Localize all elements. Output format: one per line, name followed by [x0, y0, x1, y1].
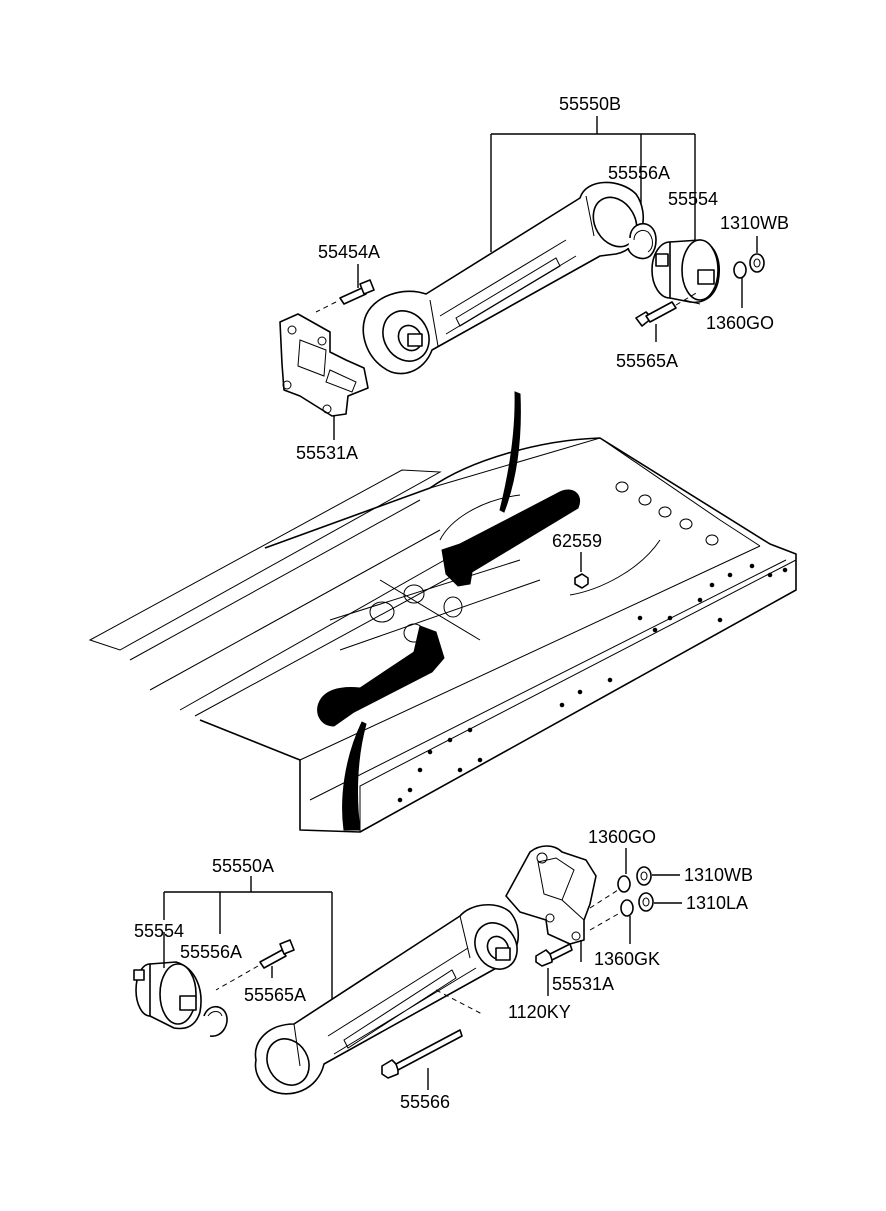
top-bushing — [651, 239, 720, 305]
label-55531a-bottom: 55531A — [552, 974, 614, 994]
bottom-snap-ring — [203, 1005, 228, 1037]
top-nut-washer — [733, 253, 765, 279]
part-labels: 55550B 55556A 55554 1310WB 55454A 1360GO… — [134, 94, 789, 1112]
top-snap-ring — [627, 222, 657, 260]
label-55556a-top: 55556A — [608, 163, 670, 183]
bottom-bolt-565 — [215, 939, 295, 991]
top-bolt-left — [315, 279, 375, 313]
label-1360go-top: 1360GO — [706, 313, 774, 333]
label-1310wb-bottom: 1310WB — [684, 865, 753, 885]
label-62559: 62559 — [552, 531, 602, 551]
top-assembly — [279, 116, 765, 440]
label-55554-top: 55554 — [668, 189, 718, 209]
bottom-assembly — [133, 845, 682, 1095]
bottom-torque-rod — [254, 904, 519, 1095]
label-55550a: 55550A — [212, 856, 274, 876]
label-55565a-top: 55565A — [616, 351, 678, 371]
label-55531a-top: 55531A — [296, 443, 358, 463]
label-55454a: 55454A — [318, 242, 380, 262]
label-1360gk: 1360GK — [594, 949, 660, 969]
bottom-bracket — [505, 845, 619, 945]
label-55566: 55566 — [400, 1092, 450, 1112]
label-55554-bottom: 55554 — [134, 921, 184, 941]
label-55556a-bottom: 55556A — [180, 942, 242, 962]
label-1310wb-top: 1310WB — [720, 213, 789, 233]
top-bolt-right — [635, 291, 699, 327]
bottom-long-bolt — [381, 1029, 463, 1079]
bottom-bolt-ky — [535, 943, 573, 967]
bottom-washers-nuts — [617, 866, 654, 917]
bottom-bushing — [133, 961, 202, 1030]
label-55550b: 55550B — [559, 94, 621, 114]
label-1310la: 1310LA — [686, 893, 748, 913]
top-torque-rod — [362, 181, 644, 375]
vehicle-frame — [88, 391, 797, 833]
label-1120ky: 1120KY — [508, 1002, 571, 1022]
label-55565a-bottom: 55565A — [244, 985, 306, 1005]
label-1360go-bottom: 1360GO — [588, 827, 656, 847]
top-bracket — [279, 313, 369, 417]
